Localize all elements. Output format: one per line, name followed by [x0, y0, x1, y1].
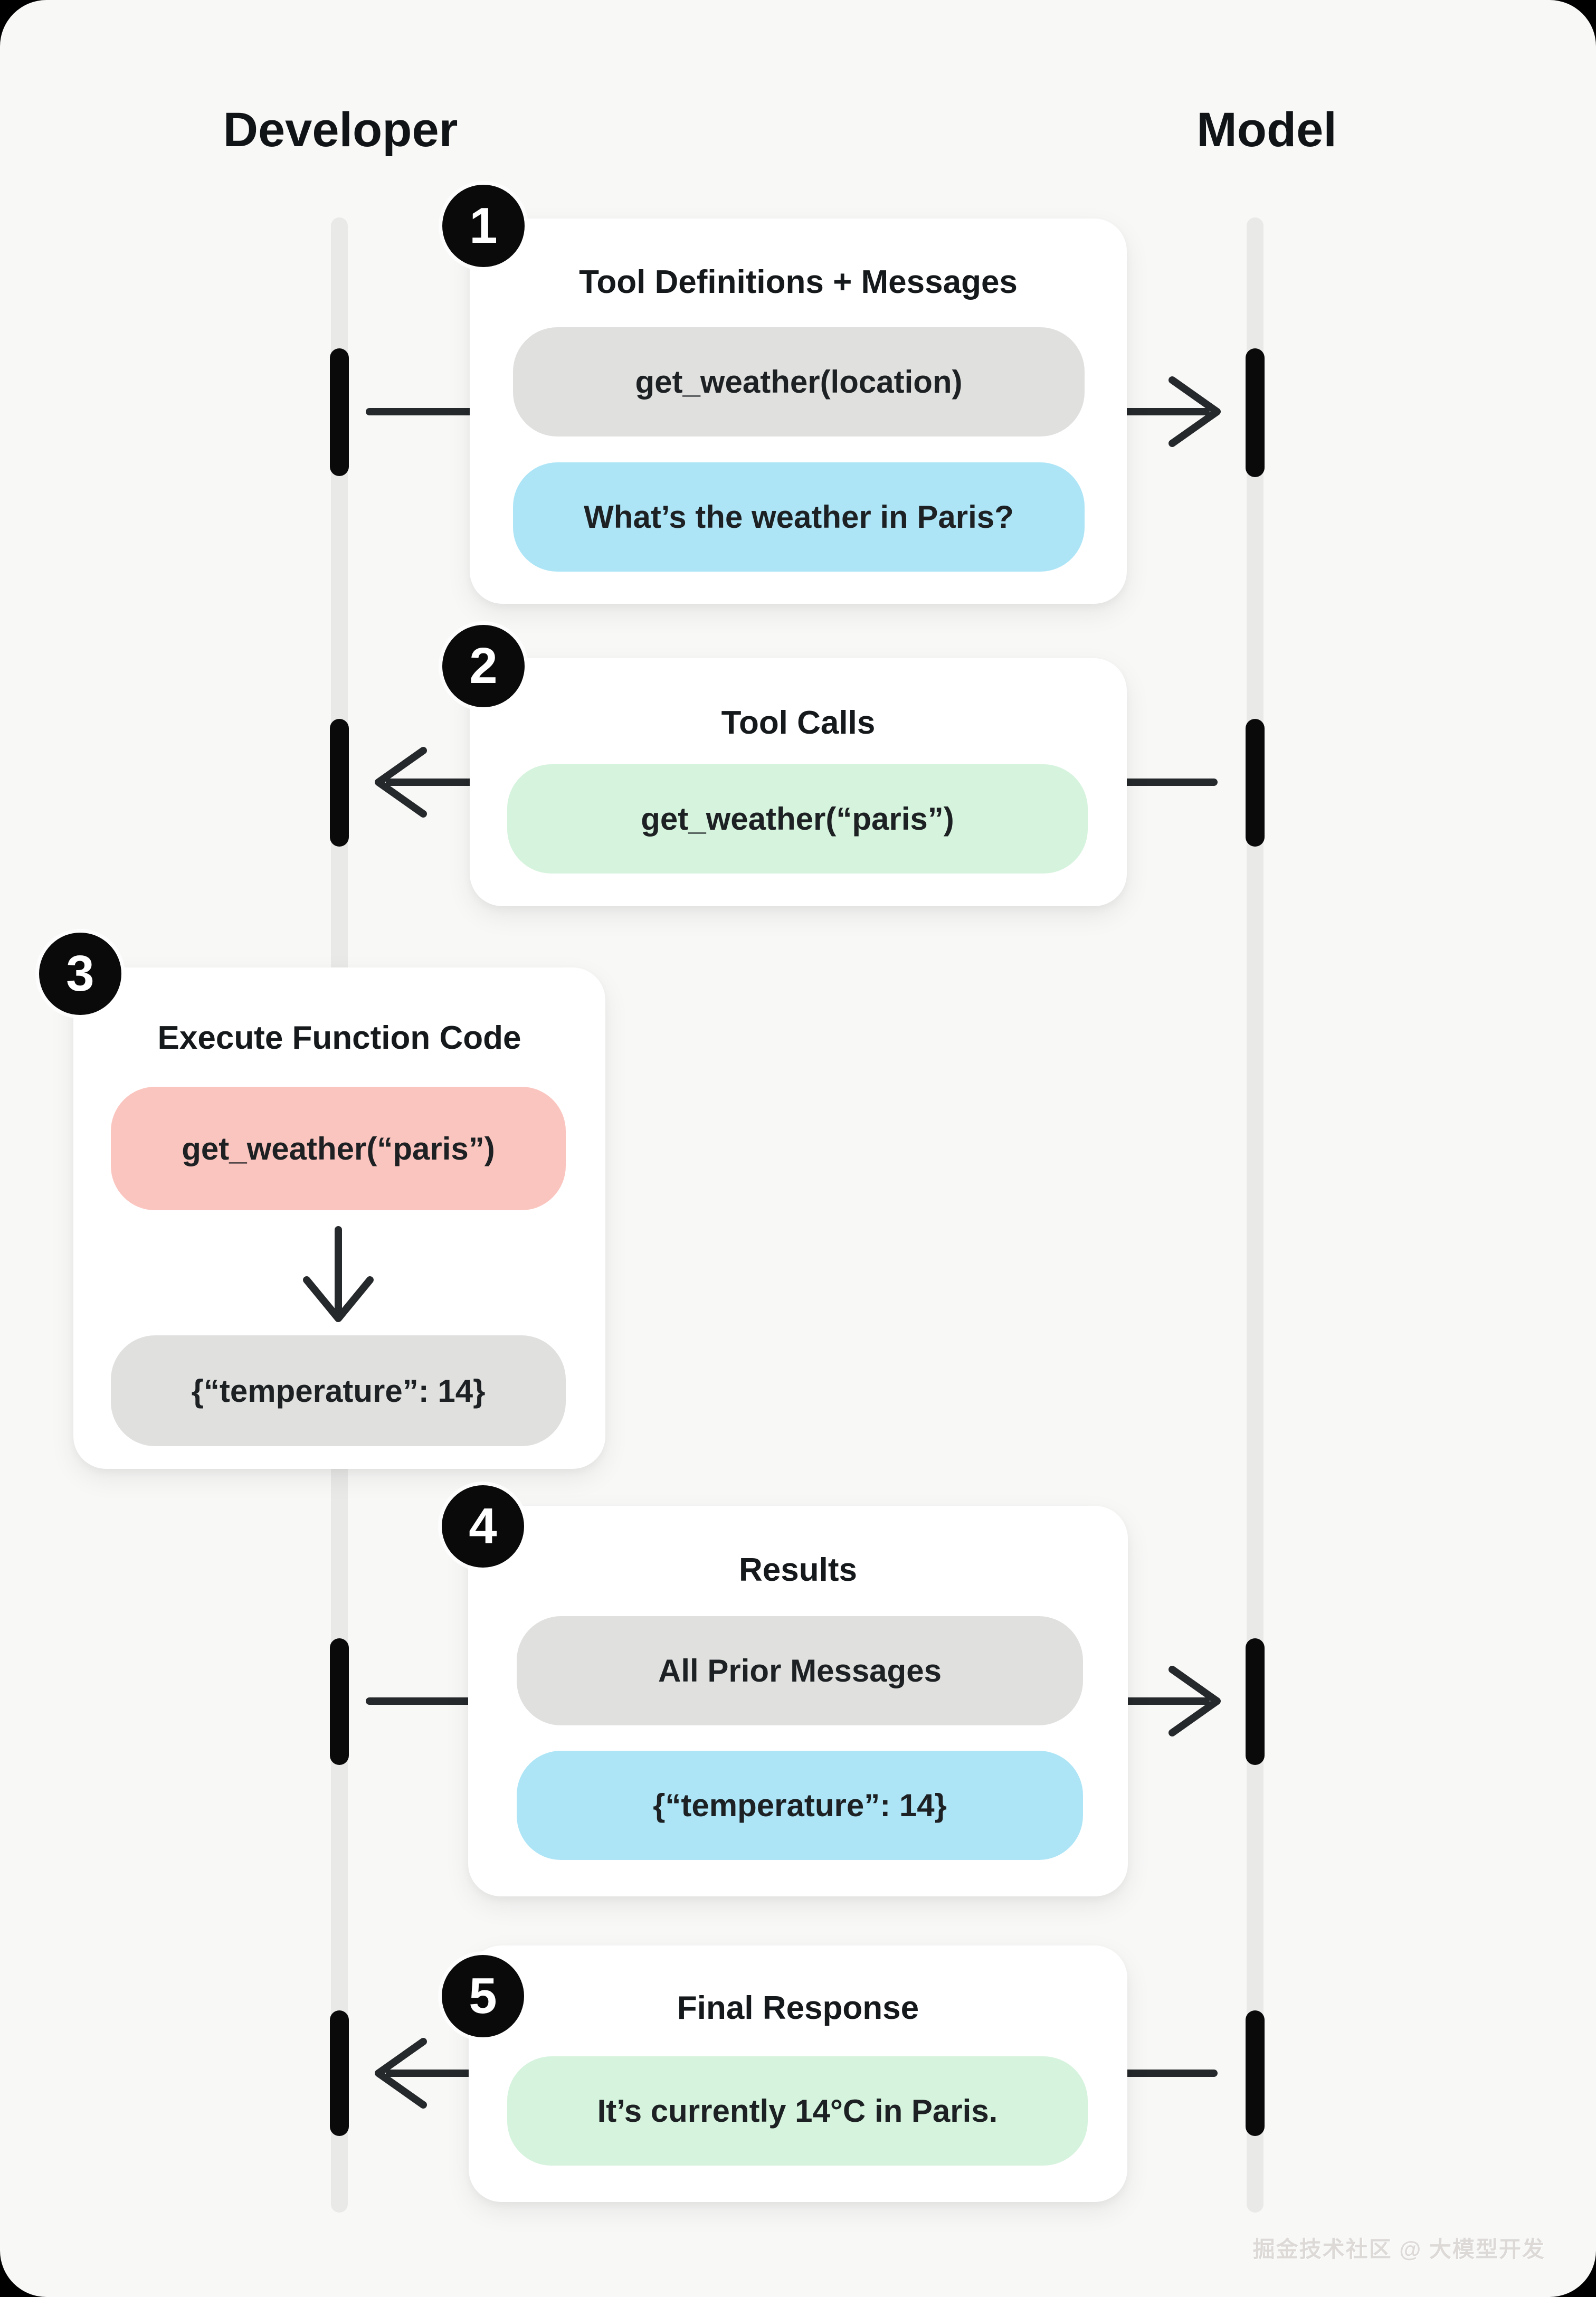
model-label: Model [1196, 103, 1337, 157]
step3-number-badge: 3 [39, 933, 121, 1015]
watermark-text: 掘金技术社区 @ 大模型开发 [1252, 2237, 1545, 2262]
activation-bar-developer-step5 [330, 2010, 349, 2136]
step5-card: Final Response It’s currently 14°C in Pa… [469, 1945, 1127, 2202]
activation-bar-developer-step1 [330, 348, 349, 476]
step1-user-message-pill: What’s the weather in Paris? [513, 462, 1085, 572]
step2-title: Tool Calls [721, 705, 876, 741]
step3-card: Execute Function Code get_weather(“paris… [73, 967, 605, 1469]
activation-bar-model-step2 [1246, 719, 1265, 847]
step4-result-pill: {“temperature”: 14} [517, 1751, 1083, 1860]
step5-title: Final Response [677, 1990, 919, 2026]
model-lifeline [1247, 217, 1264, 2213]
step5-final-response-pill: It’s currently 14°C in Paris. [507, 2056, 1088, 2166]
activation-bar-model-step5 [1246, 2010, 1265, 2136]
activation-bar-model-step1 [1246, 348, 1265, 477]
activation-bar-developer-step2 [330, 719, 349, 847]
step3-function-call-pill: get_weather(“paris”) [111, 1087, 566, 1210]
developer-label: Developer [223, 103, 458, 157]
step2-card: Tool Calls get_weather(“paris”) [470, 658, 1127, 906]
step2-tool-call-pill: get_weather(“paris”) [507, 764, 1088, 874]
arrow-down-icon [303, 1226, 374, 1322]
step1-tool-definition-pill: get_weather(location) [513, 327, 1085, 436]
step1-title: Tool Definitions + Messages [579, 264, 1018, 300]
step4-title: Results [739, 1552, 857, 1588]
activation-bar-model-step4 [1246, 1638, 1265, 1765]
step4-card: Results All Prior Messages {“temperature… [468, 1506, 1128, 1896]
step1-number-badge: 1 [442, 185, 525, 267]
activation-bar-developer-step4 [330, 1638, 349, 1765]
step5-number-badge: 5 [442, 1955, 524, 2037]
step1-card: Tool Definitions + Messages get_weather(… [470, 219, 1127, 604]
step3-title: Execute Function Code [157, 1020, 521, 1056]
step4-prior-messages-pill: All Prior Messages [517, 1616, 1083, 1725]
step3-function-result-pill: {“temperature”: 14} [111, 1335, 566, 1446]
step4-number-badge: 4 [442, 1485, 524, 1568]
step2-number-badge: 2 [442, 625, 525, 707]
